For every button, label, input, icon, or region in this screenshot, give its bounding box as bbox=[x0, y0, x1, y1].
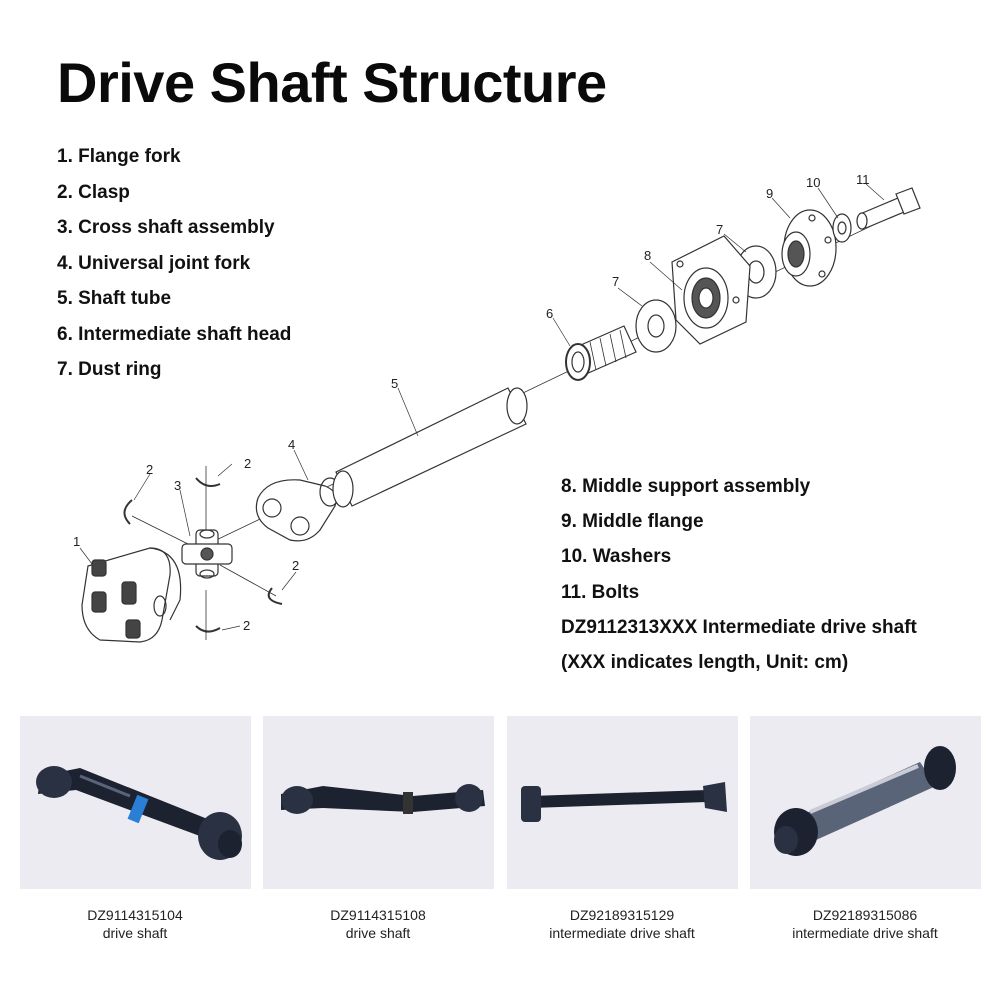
callout-9: 9 bbox=[766, 186, 773, 201]
parts-list-item: 1. Flange fork bbox=[57, 146, 181, 167]
product-caption: DZ9114315108 drive shaft bbox=[258, 906, 498, 942]
cross-shaft bbox=[181, 529, 233, 579]
clasp bbox=[123, 499, 133, 525]
callout-5: 5 bbox=[391, 376, 398, 391]
callout-7: 7 bbox=[612, 274, 619, 289]
parts-list-item: 7. Dust ring bbox=[57, 359, 162, 380]
exploded-diagram: 1 2 2 2 2 3 4 5 6 7 8 7 9 10 11 bbox=[73, 172, 921, 643]
flange-fork bbox=[81, 547, 182, 643]
parts-list-item: DZ9112313XXX Intermediate drive shaft bbox=[561, 616, 917, 638]
product-photo bbox=[750, 716, 981, 889]
clasp bbox=[195, 625, 221, 633]
product-code: DZ92189315129 bbox=[569, 907, 675, 923]
clasp bbox=[195, 477, 221, 487]
product-code: DZ9114315104 bbox=[87, 907, 183, 923]
product-name: intermediate drive shaft bbox=[549, 925, 695, 941]
middle-flange bbox=[781, 209, 837, 287]
product-name: drive shaft bbox=[345, 925, 411, 941]
product-name: drive shaft bbox=[102, 925, 168, 941]
product-caption: DZ92189315129 intermediate drive shaft bbox=[502, 906, 742, 942]
middle-support-assembly bbox=[671, 235, 751, 345]
page-title: Drive Shaft Structure bbox=[57, 51, 607, 114]
parts-list-item: 5. Shaft tube bbox=[57, 288, 172, 309]
dust-ring bbox=[635, 299, 677, 353]
product-photo bbox=[263, 716, 494, 889]
parts-list-item: 2. Clasp bbox=[57, 181, 130, 203]
callout-2: 2 bbox=[244, 456, 251, 471]
parts-list-right: 8. Middle support assembly 9. Middle fla… bbox=[561, 474, 917, 685]
product-photo bbox=[507, 716, 738, 889]
product-caption: DZ92189315086 intermediate drive shaft bbox=[745, 906, 985, 942]
parts-list-item: (XXX indicates length, Unit: cm) bbox=[561, 651, 849, 673]
callout-2: 2 bbox=[292, 558, 299, 573]
intermediate-shaft-head bbox=[565, 325, 637, 381]
universal-joint-fork bbox=[255, 477, 341, 542]
clasp bbox=[267, 587, 283, 605]
callout-8: 8 bbox=[644, 248, 651, 263]
callout-4: 4 bbox=[288, 437, 295, 452]
parts-list-item: 4. Universal joint fork bbox=[57, 252, 251, 274]
callout-2: 2 bbox=[146, 462, 153, 477]
shaft-tube bbox=[332, 387, 528, 508]
product-code: DZ92189315086 bbox=[812, 907, 918, 923]
bolt bbox=[856, 187, 921, 230]
product-photo bbox=[20, 716, 251, 889]
product-name: intermediate drive shaft bbox=[792, 925, 938, 941]
callout-2: 2 bbox=[243, 618, 250, 633]
product-code: DZ9114315108 bbox=[330, 907, 426, 923]
callout-3: 3 bbox=[174, 478, 181, 493]
parts-list-left: 1. Flange fork 2. Clasp 3. Cross shaft a… bbox=[57, 144, 291, 393]
callout-1: 1 bbox=[73, 534, 80, 549]
parts-list-item: 11. Bolts bbox=[561, 581, 640, 603]
callout-11: 11 bbox=[856, 172, 870, 187]
parts-list-item: 10. Washers bbox=[561, 546, 672, 568]
parts-list-item: 3. Cross shaft assembly bbox=[57, 217, 275, 238]
callout-10: 10 bbox=[806, 175, 820, 190]
washer bbox=[832, 213, 852, 243]
parts-list-item: 9. Middle flange bbox=[561, 511, 704, 533]
callout-6: 6 bbox=[546, 306, 553, 321]
parts-list-item: 6. Intermediate shaft head bbox=[57, 323, 292, 345]
callout-7: 7 bbox=[716, 222, 723, 237]
product-caption: DZ9114315104 drive shaft bbox=[15, 906, 255, 942]
parts-list-item: 8. Middle support assembly bbox=[561, 476, 811, 497]
